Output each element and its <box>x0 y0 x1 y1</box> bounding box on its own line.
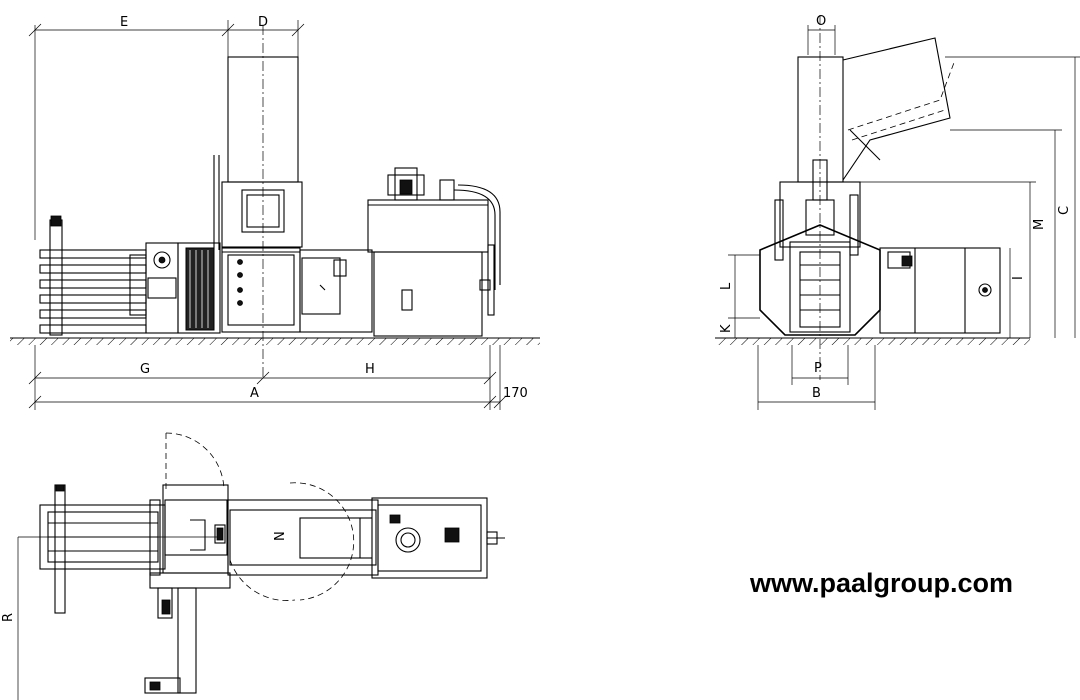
dim-label-l: L <box>719 282 734 290</box>
dim-label-e: E <box>120 15 128 30</box>
website-url[interactable]: www.paalgroup.com <box>750 568 1014 598</box>
side-view: E D G H A 170 <box>10 15 540 410</box>
dim-label-i: I <box>1011 276 1026 280</box>
dim-label-m: M <box>1032 219 1047 230</box>
top-view: N R <box>1 432 505 700</box>
dim-label-a: A <box>250 386 259 401</box>
dim-label-b: B <box>812 386 821 401</box>
dim-label-170: 170 <box>503 386 528 401</box>
front-view: O C M I L K P B <box>715 14 1080 410</box>
dim-label-n: N <box>273 531 288 541</box>
dim-label-r: R <box>1 613 16 622</box>
dim-label-d: D <box>258 15 268 30</box>
dim-label-o: O <box>816 14 826 29</box>
dim-label-h: H <box>365 362 375 377</box>
dim-label-c: C <box>1057 206 1072 215</box>
dim-label-g: G <box>140 362 150 377</box>
dim-label-k: K <box>719 324 734 333</box>
dim-label-p: P <box>814 361 822 376</box>
